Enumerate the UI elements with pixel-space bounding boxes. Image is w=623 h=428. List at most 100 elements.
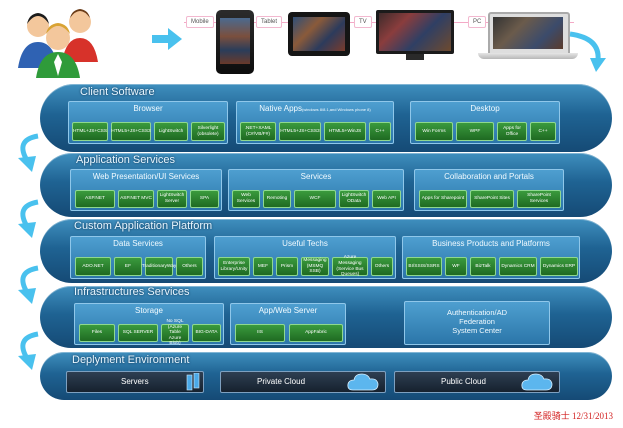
layer-title-client: Client Software: [80, 86, 155, 98]
item-data-others: Others: [176, 257, 203, 276]
device-label-tablet: Tablet: [256, 16, 283, 28]
item-iis: IIS: [235, 324, 285, 342]
group-business-products: Business Products and Platforms BI/SSIS/…: [402, 236, 580, 279]
item-dotnet-xaml: .NET+XAML (C#/VB/F#): [240, 122, 276, 141]
device-label-mobile: Mobile: [186, 16, 214, 28]
item-dynamics-erp: Dynamics ERP: [540, 257, 578, 276]
curved-arrow-icon: [18, 133, 39, 172]
tablet-icon: [288, 12, 350, 56]
item-apps-for-office: Apps for Office: [497, 122, 527, 141]
item-nosql: No SQL (Azure Table Azure Blob): [161, 319, 189, 346]
group-authentication: Authentication/AD Federation System Cent…: [404, 301, 550, 345]
item-enterprise-library: Enterprise Library/Unity: [218, 257, 250, 276]
item-biztalk: BizTalk: [470, 257, 496, 276]
group-title-services: Services: [300, 172, 332, 181]
device-label-tv: TV: [354, 16, 372, 28]
users-icon: [18, 9, 98, 78]
deploy-private-cloud-label: Private Cloud: [257, 377, 306, 387]
group-title-web: Web Presentation/UI Services: [92, 172, 200, 181]
item-aspnet-mvc: ASP.NET MVC: [118, 190, 154, 208]
group-services: Services Web Services Remoting WCF Light…: [228, 169, 404, 211]
item-apps-for-sharepoint: Apps for Sharepoint: [419, 190, 467, 208]
item-lightswitch: LightSwitch: [154, 122, 188, 141]
mobile-phone-icon: [216, 10, 254, 74]
item-sharepoint-sites: SharePoint Sites: [470, 190, 514, 208]
item-wpf: WPF: [456, 122, 494, 141]
tv-stand: [406, 54, 424, 60]
item-messaging-msmq: Messaging (MSMQ SSB): [301, 257, 329, 276]
group-title-native: Native Apps(windows 8/8.1,and Windows ph…: [237, 104, 393, 113]
item-html-js-css: HTML+JS+CSS: [72, 122, 108, 141]
item-win-forms: Win Forms: [415, 122, 453, 141]
item-sql-server: SQL SERVER: [118, 324, 158, 342]
item-remoting: Remoting: [263, 190, 291, 208]
signature: 圣殿骑士 12/31/2013: [533, 411, 613, 421]
item-wcf: WCF: [294, 190, 336, 208]
item-web-services: Web Services: [232, 190, 260, 208]
laptop-base: [478, 53, 578, 59]
item-dynamics-crm: Dynamics CRM: [499, 257, 537, 276]
layer-title-infra: Infrastructures Services: [74, 286, 190, 298]
item-prism: Prism: [276, 257, 298, 276]
curved-arrow-icon: [18, 331, 39, 370]
deploy-private-cloud: Private Cloud: [220, 371, 386, 393]
curved-arrow-icon: [18, 199, 39, 238]
group-collaboration: Collaboration and Portals Apps for Share…: [414, 169, 564, 211]
item-traditionary-way: TraditionaryWay: [142, 257, 176, 276]
item-spa: SPA: [190, 190, 219, 208]
item-appfabric: AppFabric: [289, 324, 343, 342]
group-title-biz: Business Products and Platforms: [432, 239, 550, 248]
group-title-data: Data Services: [113, 239, 163, 248]
item-web-api: Web API: [372, 190, 401, 208]
group-data-services: Data Services ADO.NET EF TraditionaryWay…: [70, 236, 206, 279]
layer-title-deploy: Deplyment Environment: [72, 354, 190, 366]
cloud-icon: [521, 373, 553, 391]
deploy-servers: Servers: [66, 371, 204, 393]
group-useful-techs: Useful Techs Enterprise Library/Unity ME…: [214, 236, 396, 279]
laptop-icon: [488, 12, 570, 56]
item-files: Files: [79, 324, 115, 342]
group-browser: Browser HTML+JS+CSS HTML5+JS+CSS3 LightS…: [68, 101, 228, 144]
item-silverlight: Silverlight (obsolete): [191, 122, 225, 141]
layer-title-custom: Custom Application Platform: [74, 220, 213, 232]
cloud-icon: [347, 373, 379, 391]
item-big-data: BIG-DATA: [192, 324, 221, 342]
item-adonet: ADO.NET: [75, 257, 111, 276]
item-html5-winjs: HTML5+WinJS: [324, 122, 366, 141]
group-title-collab: Collaboration and Portals: [444, 172, 534, 181]
arrow-right-icon: [152, 28, 182, 50]
item-html5-js-css3: HTML5+JS+CSS3: [111, 122, 151, 141]
item-azure-messaging: Azure Messaging (Service Bus Queues): [332, 255, 368, 277]
item-aspnet: ASP.NET: [75, 190, 115, 208]
group-native-apps: Native Apps(windows 8/8.1,and Windows ph…: [236, 101, 394, 144]
group-title-browser: Browser: [133, 104, 163, 113]
item-lightswitch-odata: LightSwitch OData: [339, 190, 369, 208]
item-desktop-cpp: C++: [530, 122, 556, 141]
curved-arrow-icon: [569, 31, 606, 72]
item-techs-others: Others: [371, 257, 393, 276]
group-title-techs: Useful Techs: [282, 239, 328, 248]
group-storage: Storage Files SQL SERVER No SQL (Azure T…: [74, 303, 224, 346]
auth-label: Authentication/AD Federation System Cent…: [446, 308, 508, 335]
group-web-presentation: Web Presentation/UI Services ASP.NET ASP…: [70, 169, 222, 211]
tv-icon: [376, 10, 454, 54]
server-icon: [186, 373, 200, 391]
item-wf: WF: [445, 257, 467, 276]
item-native-html5: HTML5+JS+CSS3: [279, 122, 321, 141]
group-app-web-server: App/Web Server IIS AppFabric: [230, 303, 346, 345]
deploy-servers-label: Servers: [121, 377, 149, 387]
group-title-storage: Storage: [134, 306, 164, 315]
item-bi-ssis-ssrs: BI/SSIS/SSRS: [406, 257, 442, 276]
group-desktop: Desktop Win Forms WPF Apps for Office C+…: [410, 101, 560, 144]
deploy-public-cloud-label: Public Cloud: [441, 377, 486, 387]
device-label-pc: PC: [468, 16, 487, 28]
layer-title-appservices: Application Services: [76, 154, 176, 166]
native-title-note: (windows 8/8.1,and Windows phone 8): [301, 107, 371, 112]
native-title-text: Native Apps: [259, 104, 302, 113]
item-lightswitch-server: LightSwitch Server: [157, 190, 187, 208]
item-native-cpp: C++: [369, 122, 391, 141]
group-title-desktop: Desktop: [470, 104, 500, 113]
deploy-public-cloud: Public Cloud: [394, 371, 560, 393]
item-sharepoint-services: SharePoint Services: [517, 190, 561, 208]
item-ef: EF: [114, 257, 142, 276]
